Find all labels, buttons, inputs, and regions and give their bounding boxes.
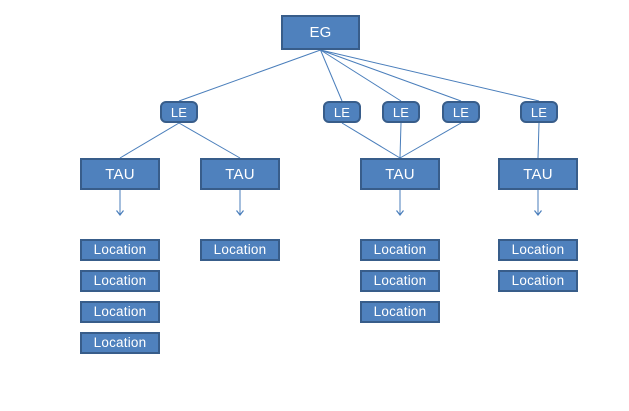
node-location-box: Location [80, 270, 160, 292]
node-location-box: Location [80, 332, 160, 354]
node-location-box: Location [80, 239, 160, 261]
node-location-box: Location [360, 239, 440, 261]
node-location-box: Location [80, 301, 160, 323]
connector-line [537, 122, 540, 159]
node-location-box: Location [360, 270, 440, 292]
connector-line [119, 122, 180, 159]
node-tau-box: TAU [498, 158, 578, 190]
connector-line [320, 49, 402, 102]
node-location-box: Location [498, 270, 578, 292]
node-le-box: LE [160, 101, 198, 123]
connector-line [320, 49, 462, 102]
node-le-box: LE [382, 101, 420, 123]
node-eg-box: EG [281, 15, 360, 50]
node-le-box: LE [520, 101, 558, 123]
node-le-box: LE [323, 101, 361, 123]
connector-line [341, 122, 401, 159]
connector-line [399, 122, 402, 159]
node-location-box: Location [200, 239, 280, 261]
node-tau-box: TAU [360, 158, 440, 190]
connector-line [399, 122, 462, 159]
node-le-box: LE [442, 101, 480, 123]
node-location-box: Location [360, 301, 440, 323]
connector-line [320, 49, 540, 102]
edge-lines [116, 49, 542, 216]
connector-line [178, 49, 321, 102]
connector-line [178, 122, 241, 159]
node-tau-box: TAU [200, 158, 280, 190]
node-location-box: Location [498, 239, 578, 261]
connector-line [320, 49, 343, 102]
node-tau-box: TAU [80, 158, 160, 190]
